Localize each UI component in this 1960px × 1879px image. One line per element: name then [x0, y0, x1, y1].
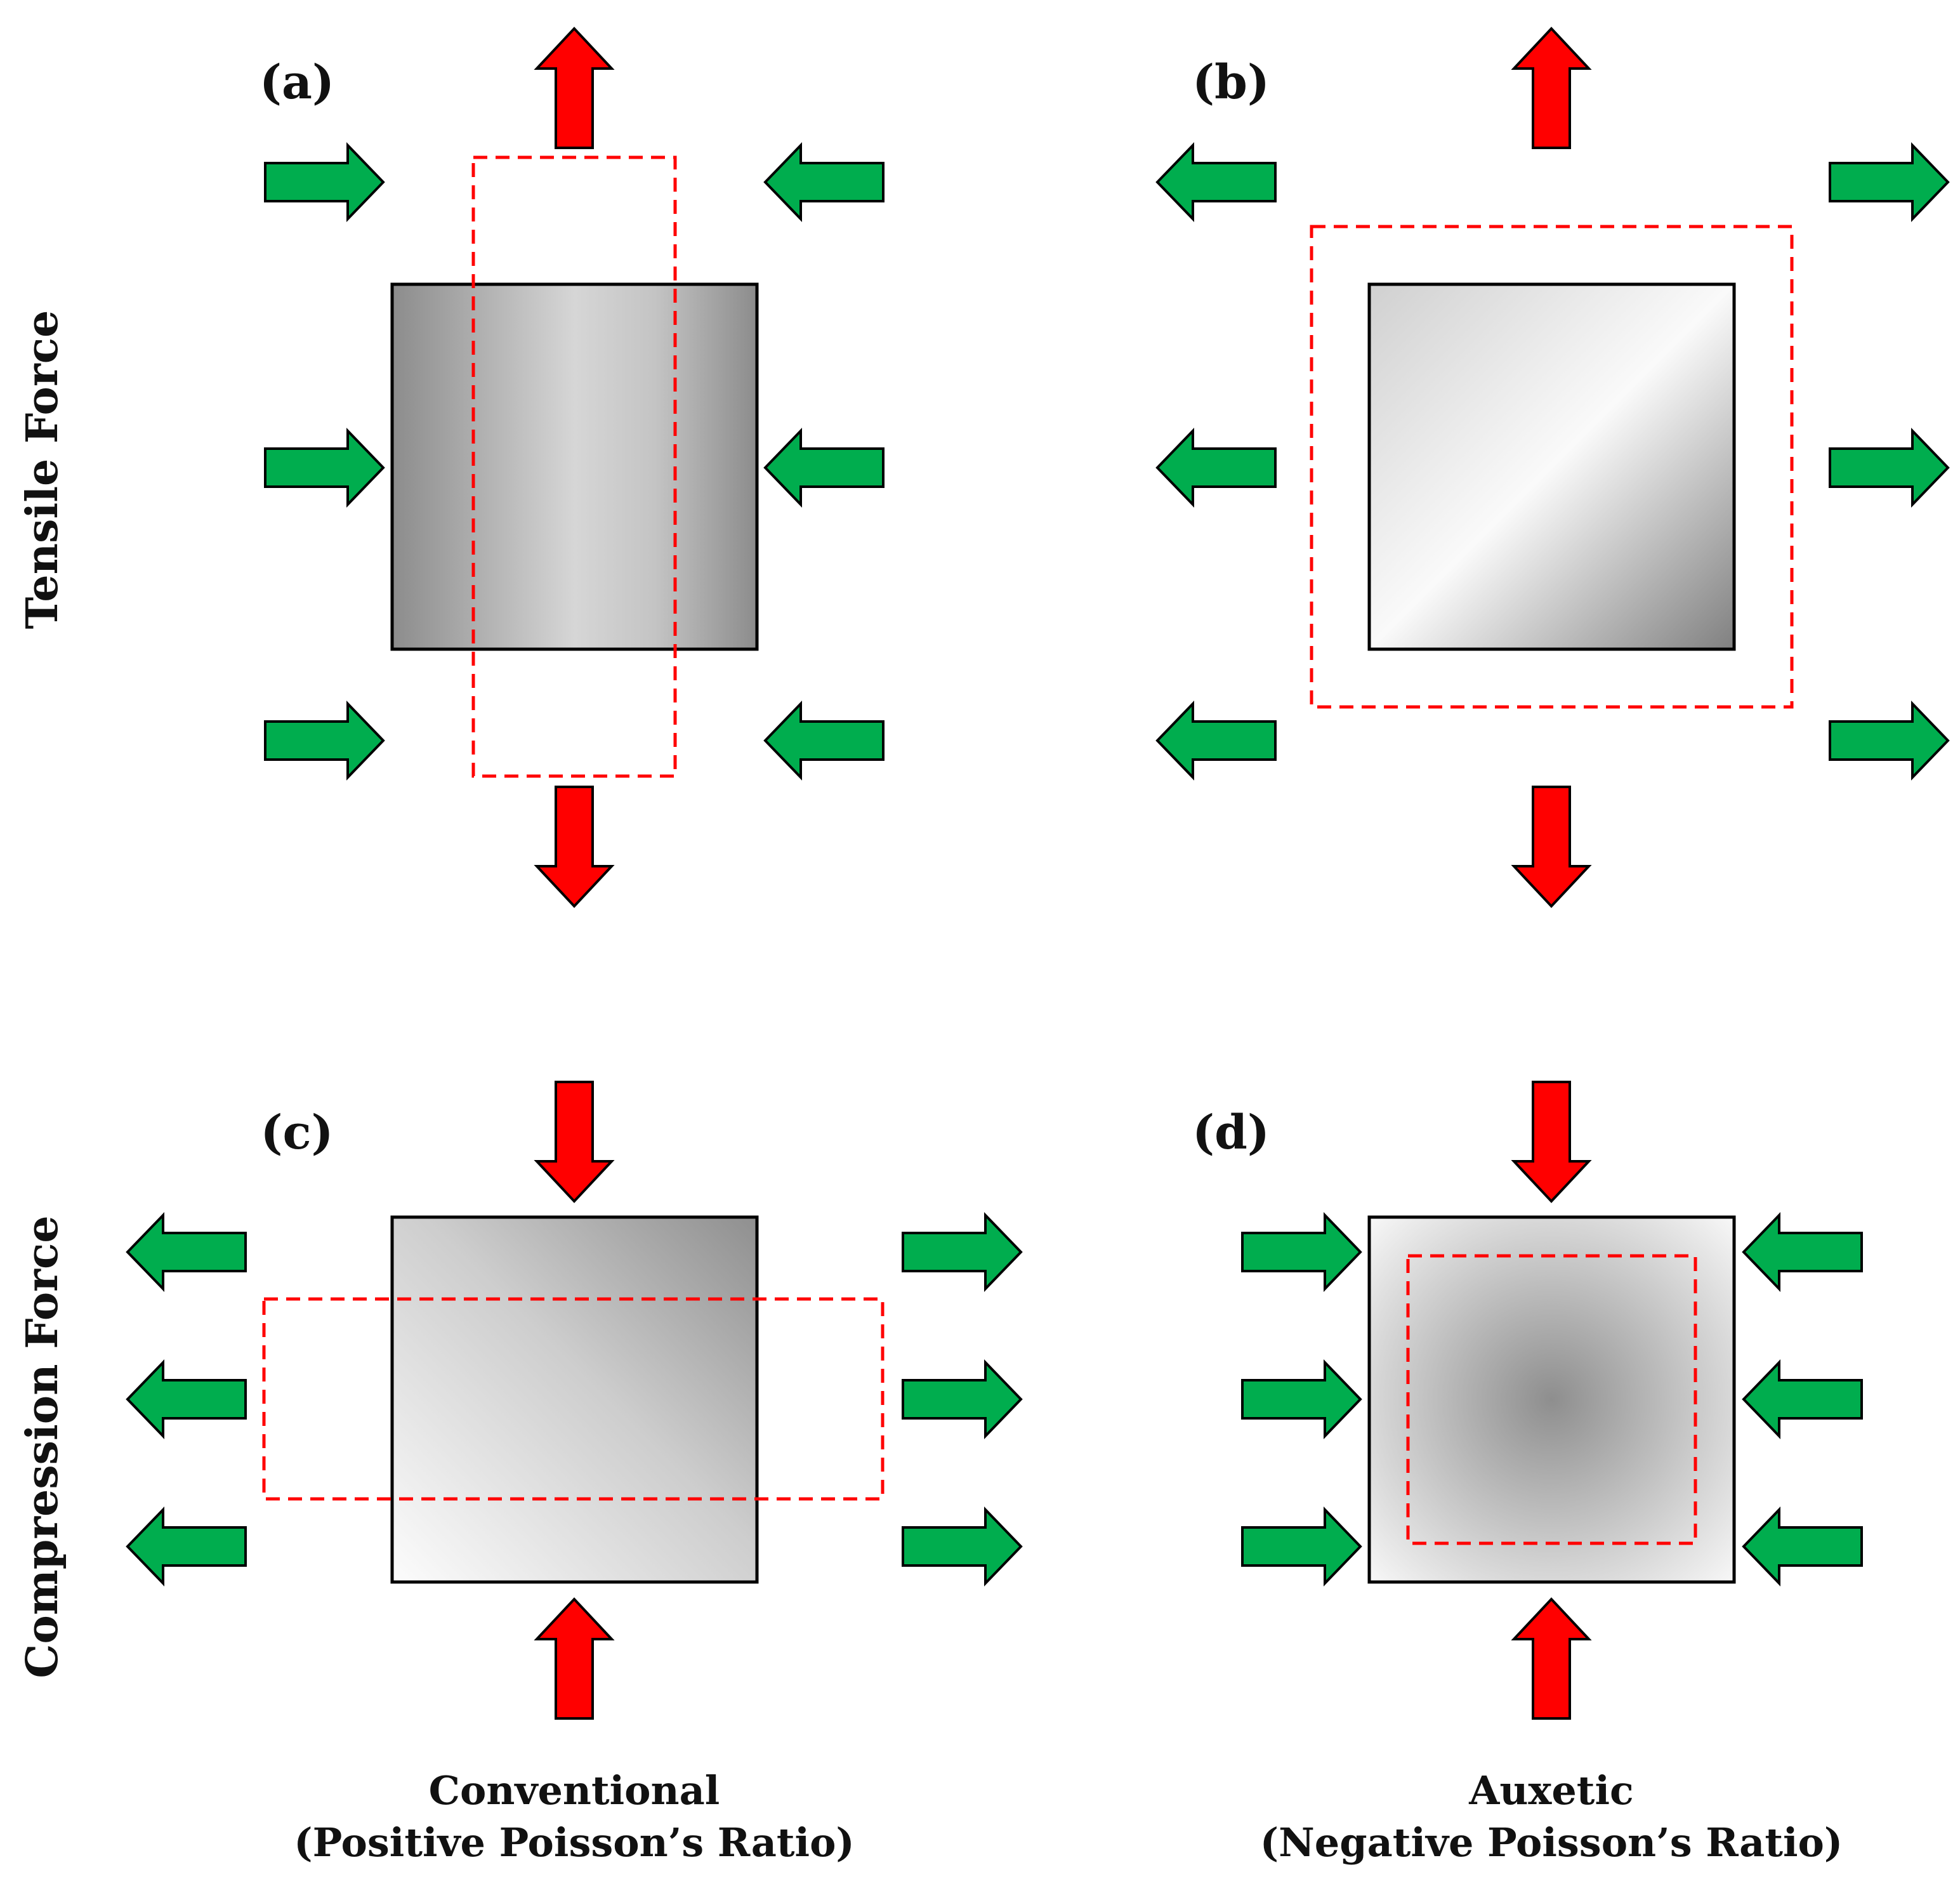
panel-d: (d)	[1192, 1081, 1863, 1720]
lateral-arrow-left-a2	[763, 428, 885, 508]
force-arrow-down-d	[1511, 1081, 1592, 1203]
deformed-shape-c	[262, 1297, 885, 1501]
deformed-shape-a	[471, 155, 677, 778]
lateral-arrow-right-a2	[264, 428, 385, 508]
panel-label-c: (c)	[260, 1105, 333, 1160]
lateral-arrow-left-c1	[126, 1212, 247, 1292]
lateral-arrow-right-c2	[902, 1359, 1023, 1439]
row-label-compression: Compression Force	[17, 1215, 68, 1678]
specimen-b	[1367, 282, 1736, 651]
force-arrow-up-d	[1511, 1597, 1592, 1720]
lateral-arrow-left-b1	[1155, 142, 1277, 222]
caption-conventional-title: Conventional	[429, 1767, 720, 1814]
lateral-arrow-right-d2	[1241, 1359, 1362, 1439]
force-arrow-down-b	[1511, 786, 1592, 908]
panel-b: (b)	[1155, 27, 1950, 908]
panel-c: (c)	[126, 1081, 1023, 1720]
lateral-arrow-right-a3	[264, 701, 385, 781]
caption-auxetic-title: Auxetic	[1468, 1767, 1634, 1814]
panel-label-b: (b)	[1192, 55, 1270, 110]
lateral-arrow-left-c3	[126, 1506, 247, 1586]
force-arrow-up-c	[534, 1597, 615, 1720]
force-arrow-up-a	[534, 27, 615, 149]
lateral-arrow-right-c1	[902, 1212, 1023, 1292]
lateral-arrow-right-b2	[1829, 428, 1950, 508]
force-arrow-down-c	[534, 1081, 615, 1203]
lateral-arrow-right-a1	[264, 142, 385, 222]
lateral-arrow-left-d2	[1742, 1359, 1863, 1439]
caption-auxetic-subtitle: (Negative Poisson’s Ratio)	[1260, 1819, 1843, 1866]
panel-label-d: (d)	[1192, 1105, 1270, 1160]
deformed-shape-d	[1406, 1254, 1697, 1545]
lateral-arrow-left-d1	[1742, 1212, 1863, 1292]
specimen-d	[1367, 1215, 1736, 1584]
lateral-arrow-right-d1	[1241, 1212, 1362, 1292]
caption-conventional-subtitle: (Positive Poisson’s Ratio)	[294, 1819, 855, 1866]
lateral-arrow-right-b1	[1829, 142, 1950, 222]
lateral-arrow-left-b2	[1155, 428, 1277, 508]
lateral-arrow-left-a1	[763, 142, 885, 222]
lateral-arrow-left-d3	[1742, 1506, 1863, 1586]
lateral-arrow-right-c3	[902, 1506, 1023, 1586]
force-arrow-down-a	[534, 786, 615, 908]
specimen-a	[390, 282, 759, 651]
lateral-arrow-left-c2	[126, 1359, 247, 1439]
specimen-c	[390, 1215, 759, 1584]
lateral-arrow-left-b3	[1155, 701, 1277, 781]
force-arrow-up-b	[1511, 27, 1592, 149]
panel-label-a: (a)	[260, 55, 334, 110]
lateral-arrow-right-b3	[1829, 701, 1950, 781]
lateral-arrow-left-a3	[763, 701, 885, 781]
row-label-tensile: Tensile Force	[17, 310, 68, 630]
lateral-arrow-right-d3	[1241, 1506, 1362, 1586]
deformed-shape-b	[1310, 225, 1794, 709]
panel-a: (a)	[260, 27, 885, 908]
